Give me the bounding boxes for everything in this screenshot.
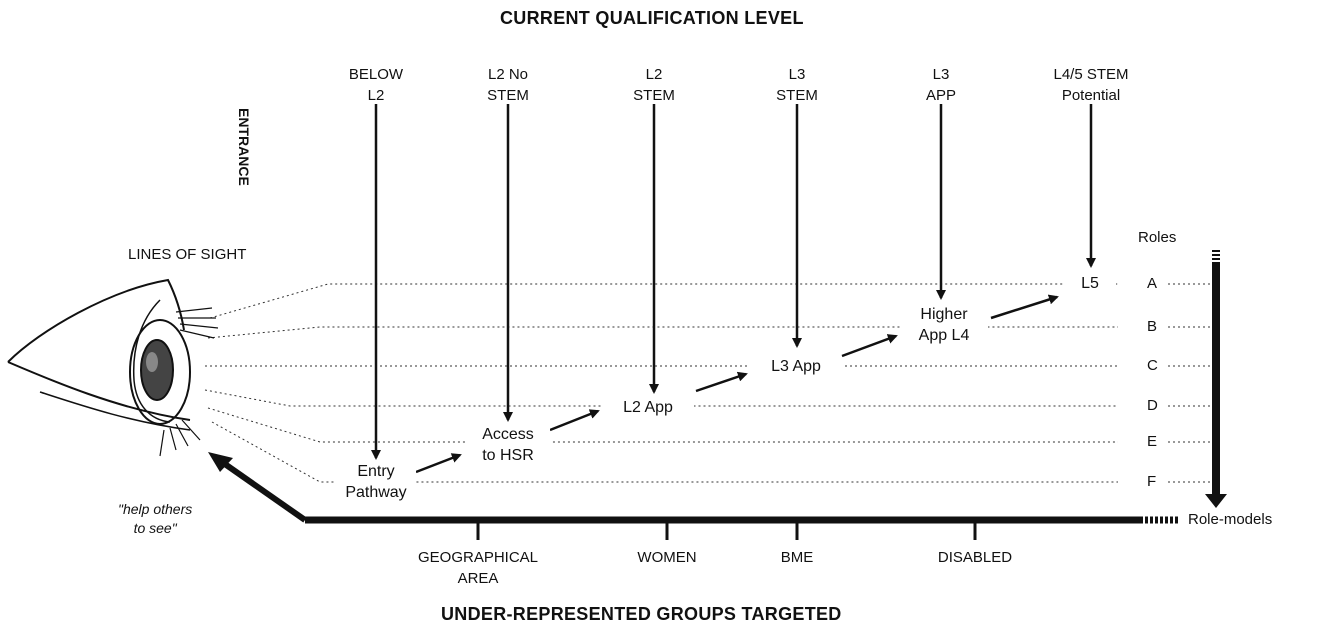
role-dashes: [1168, 283, 1210, 483]
role-models-label: Role-models: [1188, 511, 1273, 528]
progression-arrows: [415, 294, 1059, 474]
role-c: C: [1147, 357, 1158, 374]
top-title: CURRENT QUALIFICATION LEVEL: [500, 8, 804, 28]
role-a: A: [1147, 275, 1158, 292]
eye-icon: [7, 278, 219, 457]
roles-label: Roles: [1138, 229, 1177, 246]
sight-line-d: [204, 389, 1118, 407]
node-l3-app: L3 App: [750, 356, 842, 377]
role-b: B: [1147, 318, 1158, 335]
lines-of-sight-label: LINES OF SIGHT: [128, 246, 247, 263]
sight-line-a: [209, 283, 1118, 319]
role-e: E: [1147, 433, 1158, 450]
node-l5: L5: [1064, 273, 1116, 294]
eye-quote: "help others to see": [118, 501, 193, 536]
node-l2-app: L2 App: [602, 397, 694, 418]
qualification-arrows: [371, 104, 1096, 460]
group-ticks: [476, 520, 977, 540]
role-models-axis: [208, 452, 1180, 524]
group-women: WOMEN: [637, 549, 697, 566]
sight-line-f: [211, 421, 1118, 483]
role-f: F: [1147, 473, 1157, 490]
role-d: D: [1147, 397, 1158, 414]
sight-lines: [204, 283, 1118, 483]
entrance-label: ENTRANCE: [236, 108, 252, 186]
group-bme: BME: [780, 549, 814, 566]
bottom-title: UNDER-REPRESENTED GROUPS TARGETED: [441, 604, 842, 624]
roles-axis: [1205, 250, 1227, 508]
group-disabled: DISABLED: [937, 549, 1013, 566]
